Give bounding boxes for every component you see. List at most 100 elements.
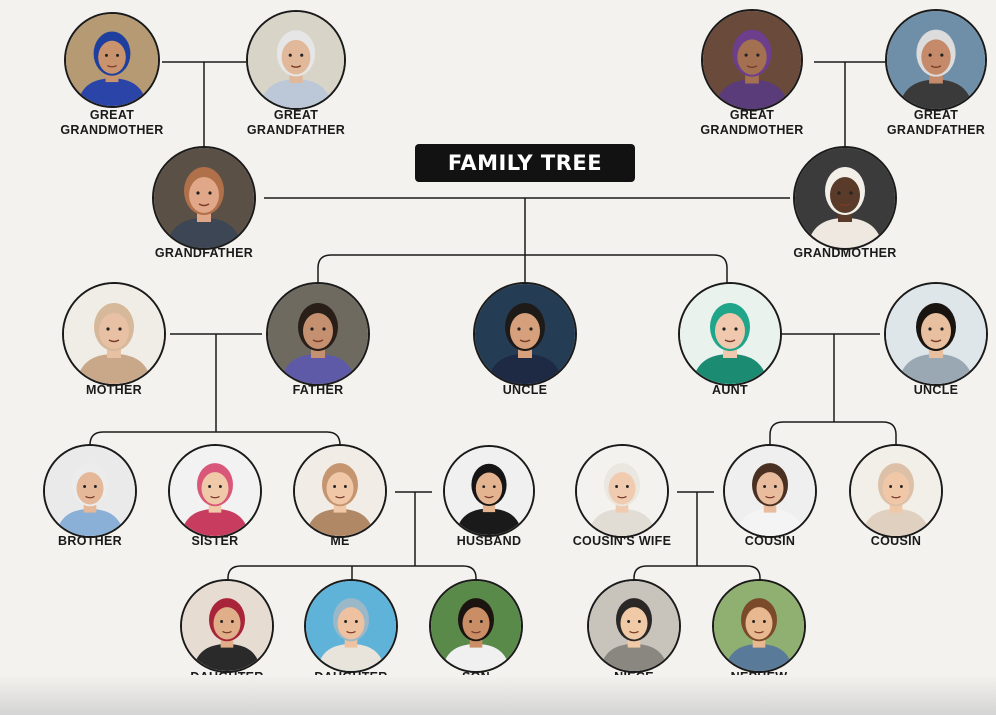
label-line: FATHER (292, 383, 344, 397)
label-grandmother: GRANDMOTHER (760, 246, 930, 261)
label-line: GREAT (729, 108, 775, 122)
person-cousin-female: COUSIN (849, 0, 943, 548)
avatar-uncle-center (473, 282, 577, 386)
avatar-ggf-left (246, 10, 346, 110)
person-husband: HUSBAND (443, 0, 535, 548)
person-sister: SISTER (168, 0, 262, 548)
person-uncle-center: UNCLE (473, 0, 577, 397)
label-mother: MOTHER (29, 383, 199, 398)
label-line: GREAT (89, 108, 135, 122)
person-nephew: NEPHEW (712, 0, 806, 684)
label-line: GRANDFATHER (154, 246, 254, 260)
page-title: FAMILY TREE (415, 144, 635, 182)
label-brother: BROTHER (5, 534, 175, 549)
label-husband: HUSBAND (404, 534, 574, 549)
label-line: GRANDMOTHER (700, 123, 804, 137)
label-line: COUSIN (870, 534, 922, 548)
label-line: GREAT (273, 108, 319, 122)
label-line: COUSIN (744, 534, 796, 548)
label-grandfather: GRANDFATHER (119, 246, 289, 261)
avatar-son (429, 579, 523, 673)
label-line: COUSIN'S WIFE (572, 534, 672, 548)
connector-aunt-uncle (770, 333, 880, 422)
label-line: MOTHER (86, 383, 142, 397)
label-me: ME (255, 534, 425, 549)
bottom-shadow (0, 675, 996, 715)
label-line: UNCLE (502, 383, 548, 397)
label-line: GREAT (913, 108, 959, 122)
connector-cousin-couple (677, 491, 714, 566)
label-line: AUNT (712, 383, 748, 397)
avatar-brother (43, 444, 137, 538)
connector-ggp-left (162, 61, 246, 152)
connector-ggp-right (814, 61, 886, 152)
label-sister: SISTER (130, 534, 300, 549)
avatar-cousins-wife (575, 444, 669, 538)
label-uncle-center: UNCLE (440, 383, 610, 398)
person-brother: BROTHER (43, 0, 137, 548)
label-cousin-male: COUSIN (685, 534, 855, 549)
avatar-father (266, 282, 370, 386)
connector-siblings (89, 431, 341, 450)
label-line: SISTER (191, 534, 239, 548)
person-uncle-right: UNCLE (884, 0, 988, 397)
label-aunt: AUNT (645, 383, 815, 398)
avatar-uncle-right (884, 282, 988, 386)
avatar-grandfather (152, 146, 256, 250)
person-mother: MOTHER (62, 0, 166, 397)
person-son: SON (429, 0, 523, 684)
person-father: FATHER (266, 0, 370, 397)
avatar-cousin-female (849, 444, 943, 538)
person-cousins-wife: COUSIN'S WIFE (573, 0, 671, 548)
label-cousin-female: COUSIN (811, 534, 981, 549)
label-line: BROTHER (58, 534, 122, 548)
person-daughter-1: DAUGHTER (180, 0, 274, 684)
person-grandfather: GRANDFATHER (152, 0, 256, 260)
label-father: FATHER (233, 383, 403, 398)
avatar-ggm-left (64, 12, 160, 108)
connector-cousins (769, 421, 897, 445)
avatar-ggf-right (885, 9, 987, 111)
avatar-grandmother (793, 146, 897, 250)
avatar-sister (168, 444, 262, 538)
avatar-nephew (712, 579, 806, 673)
avatar-ggm-right (701, 9, 803, 111)
label-line: GRANDMOTHER (60, 123, 164, 137)
label-line: HUSBAND (456, 534, 522, 548)
label-line: GRANDMOTHER (793, 246, 897, 260)
person-cousin-male: COUSIN (723, 0, 817, 548)
person-aunt: AUNT (678, 0, 782, 397)
person-grandmother: GRANDMOTHER (793, 0, 897, 260)
avatar-daughter-2 (304, 579, 398, 673)
avatar-aunt (678, 282, 782, 386)
connector-me-husband (395, 491, 432, 566)
label-line: UNCLE (913, 383, 959, 397)
connector-niece-nephew (633, 565, 761, 584)
person-me: ME (293, 0, 387, 548)
label-line: GRANDFATHER (886, 123, 986, 137)
person-daughter-2: DAUGHTER (304, 0, 398, 684)
avatar-daughter-1 (180, 579, 274, 673)
connector-grandparents-children (317, 198, 728, 292)
label-line: GRANDFATHER (246, 123, 346, 137)
avatar-cousin-male (723, 444, 817, 538)
person-niece: NIECE (587, 0, 681, 684)
avatar-mother (62, 282, 166, 386)
avatar-me (293, 444, 387, 538)
label-uncle-right: UNCLE (851, 383, 996, 398)
label-line: ME (330, 534, 350, 548)
avatar-niece (587, 579, 681, 673)
avatar-husband (443, 445, 535, 537)
label-cousins-wife: COUSIN'S WIFE (537, 534, 707, 549)
connector-parents (170, 333, 262, 432)
